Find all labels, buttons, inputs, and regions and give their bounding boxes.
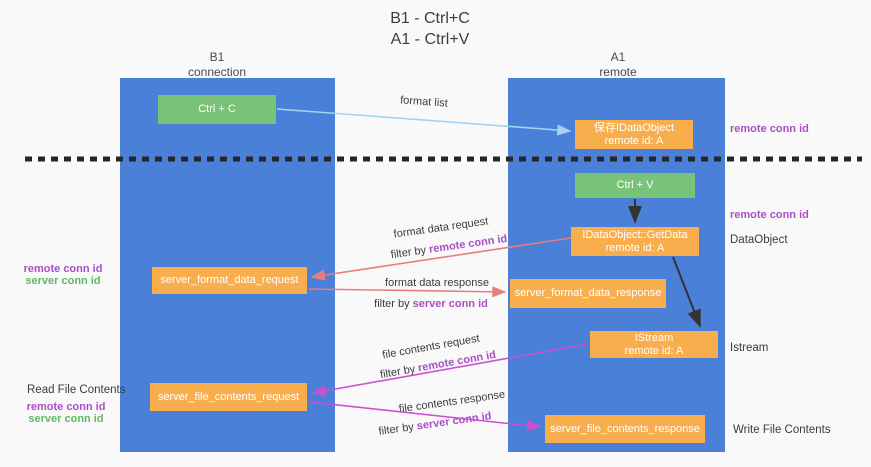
annotation-remote-conn-id-bottom: remote conn id xyxy=(26,401,106,413)
node-server-file-contents-response-label: server_file_contents_response xyxy=(550,422,700,435)
filter-by-text: filter by xyxy=(390,244,427,262)
node-idataobject-getdata: IDataObject::GetData remote id: A xyxy=(571,227,699,256)
node-server-format-data-request-label: server_format_data_request xyxy=(160,274,299,286)
filter-remote-conn-id: remote conn id xyxy=(428,232,508,256)
node-ctrl-v-label: Ctrl + V xyxy=(616,179,654,191)
annotation-istream: Istream xyxy=(730,342,769,354)
filter-by-text: filter by xyxy=(379,363,417,382)
node-istream: IStream remote id: A xyxy=(590,331,718,358)
node-server-file-contents-response: server_file_contents_response xyxy=(545,415,705,443)
title-line2: A1 - Ctrl+V xyxy=(390,31,470,48)
annotation-dataobject: DataObject xyxy=(730,234,788,246)
arrow-format-data-response xyxy=(308,286,507,298)
node-server-format-data-response-label: server_format_data_response xyxy=(514,287,662,299)
filter-by-text: filter by xyxy=(377,421,415,438)
label-format-data-response: format data response xyxy=(385,277,489,289)
annotation-conn-ids-middle: remote conn id server conn id xyxy=(20,263,106,287)
node-server-file-contents-request-label: server_file_contents_request xyxy=(157,390,300,403)
annotation-write-file-contents: Write File Contents xyxy=(733,424,831,436)
node-getdata-line2: remote id: A xyxy=(605,241,665,254)
column-b1-name: B1 xyxy=(209,50,225,64)
annotation-server-conn-id-bottom: server conn id xyxy=(28,413,104,425)
label-filter-server-2: filter by server conn id xyxy=(378,410,492,438)
annotation-server-conn-id-left: server conn id xyxy=(25,275,101,287)
node-save-idataobject-line2: remote id: A xyxy=(604,134,664,147)
node-server-format-data-request: server_format_data_request xyxy=(152,267,307,294)
label-filter-server-1: filter by server conn id xyxy=(374,298,488,310)
label-format-list: format list xyxy=(399,94,449,110)
annotation-conn-ids-bottom: remote conn id server conn id xyxy=(20,401,112,425)
annotation-remote-conn-id-top: remote conn id xyxy=(730,123,809,135)
node-save-idataobject: 保存IDataObject remote id: A xyxy=(575,120,693,149)
node-istream-line2: remote id: A xyxy=(624,344,684,357)
column-a1-name: A1 xyxy=(610,50,626,64)
node-getdata-line1: IDataObject::GetData xyxy=(582,228,688,241)
column-header-b1: B1 connection xyxy=(157,50,277,80)
filter-server-conn-id: server conn id xyxy=(416,410,493,433)
node-save-idataobject-line1: 保存IDataObject xyxy=(593,121,675,134)
annotation-read-file-contents: Read File Contents xyxy=(27,384,126,396)
node-server-format-data-response: server_format_data_response xyxy=(510,279,666,308)
diagram-title: B1 - Ctrl+C A1 - Ctrl+V xyxy=(310,8,550,50)
column-a1-subtitle: remote xyxy=(599,65,637,79)
node-ctrl-c: Ctrl + C xyxy=(158,95,276,124)
node-ctrl-c-label: Ctrl + C xyxy=(198,103,236,115)
column-header-a1: A1 remote xyxy=(558,50,678,80)
annotation-remote-conn-id-mid: remote conn id xyxy=(730,209,809,221)
column-b1-subtitle: connection xyxy=(187,65,247,79)
annotation-remote-conn-id-left: remote conn id xyxy=(23,263,103,275)
node-server-file-contents-request: server_file_contents_request xyxy=(150,383,307,411)
filter-by-text: filter by xyxy=(374,298,410,310)
node-ctrl-v: Ctrl + V xyxy=(575,173,695,198)
filter-server-conn-id: server conn id xyxy=(412,298,488,310)
node-istream-line1: IStream xyxy=(634,331,674,344)
title-line1: B1 - Ctrl+C xyxy=(390,10,470,27)
